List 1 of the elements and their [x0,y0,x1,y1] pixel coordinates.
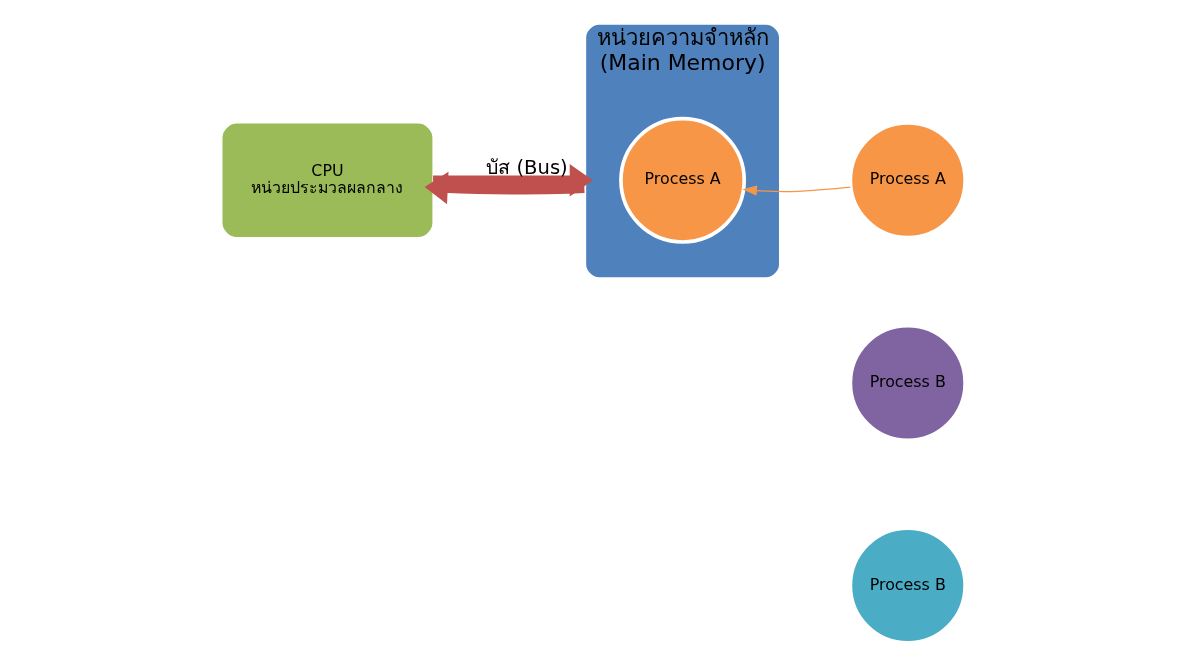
edge-label: บัส (Bus) [485,155,568,179]
